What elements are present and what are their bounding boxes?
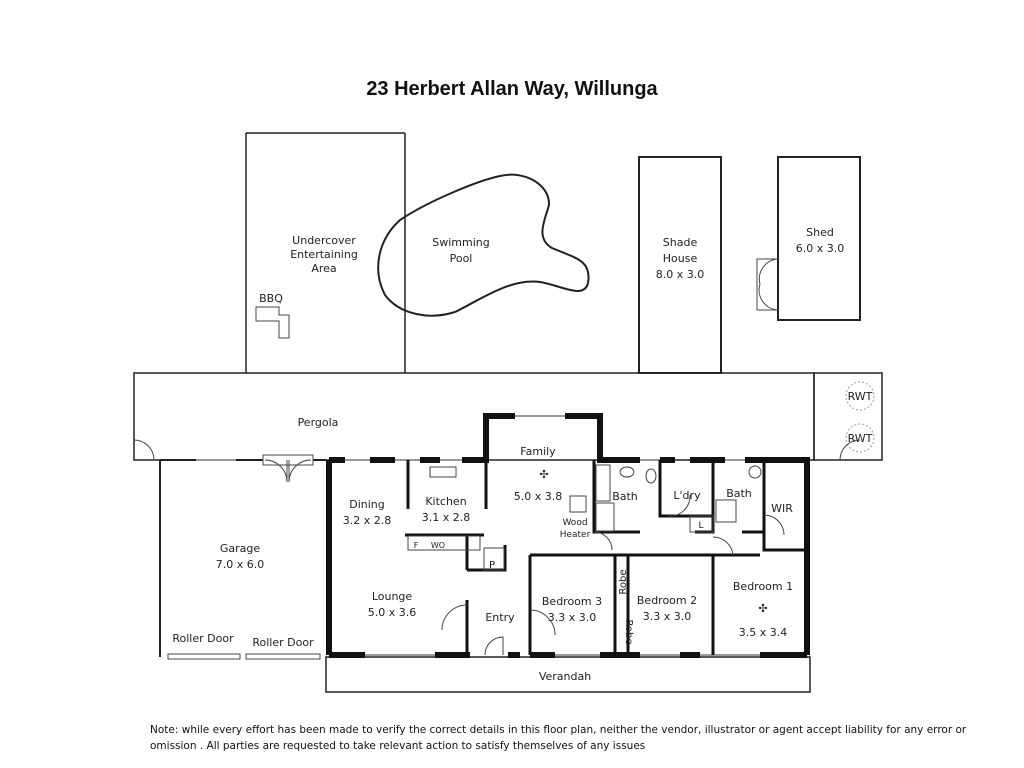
bedroom2-label: Bedroom 2 bbox=[637, 594, 697, 607]
bedroom1-size: 3.5 x 3.4 bbox=[739, 626, 788, 639]
bath-label-1: Bath bbox=[612, 490, 638, 503]
undercover-area: Undercover Entertaining Area BBQ bbox=[245, 132, 406, 373]
verandah bbox=[325, 656, 811, 693]
rwt-label-2: RWT bbox=[848, 432, 873, 445]
pergola-label: Pergola bbox=[298, 416, 339, 429]
rwt-area bbox=[813, 372, 883, 461]
undercover-label-3: Area bbox=[311, 262, 336, 275]
entry-label: Entry bbox=[485, 611, 515, 624]
bbq-label: BBQ bbox=[259, 292, 283, 305]
roller-door-2[interactable] bbox=[245, 653, 321, 660]
dining-label: Dining bbox=[349, 498, 385, 511]
house-walls bbox=[326, 413, 810, 658]
pergola bbox=[133, 372, 815, 461]
shed-label: Shed bbox=[806, 226, 834, 239]
roller-door-label-1: Roller Door bbox=[172, 632, 234, 645]
ceiling-fan-icon: ✣ bbox=[539, 468, 548, 481]
bbq-shape bbox=[255, 306, 290, 339]
wall-oven-label: WO bbox=[431, 541, 445, 550]
bath-label-2: Bath bbox=[726, 487, 752, 500]
shade-house-size: 8.0 x 3.0 bbox=[656, 268, 705, 281]
rwt-tank-1 bbox=[845, 381, 875, 411]
dining-size: 3.2 x 2.8 bbox=[343, 514, 392, 527]
robe-label-2: Robe bbox=[623, 619, 634, 644]
bedroom2-size: 3.3 x 3.0 bbox=[643, 610, 692, 623]
shed-doors bbox=[756, 258, 779, 311]
laundry-label: L'dry bbox=[673, 489, 701, 502]
wood-heater-label-1: Wood bbox=[562, 518, 587, 528]
shed bbox=[777, 156, 861, 321]
disclaimer-note: Note: while every effort has been made t… bbox=[150, 724, 967, 752]
wood-heater-label-2: Heater bbox=[560, 530, 591, 540]
rwt-door bbox=[839, 439, 861, 461]
pantry-label: P bbox=[489, 560, 495, 571]
undercover-label-2: Entertaining bbox=[290, 248, 358, 261]
garage-label: Garage bbox=[220, 542, 261, 555]
roller-door-label-2: Roller Door bbox=[252, 636, 314, 649]
family-label: Family bbox=[520, 445, 556, 458]
fridge-label: F bbox=[414, 541, 419, 550]
bedroom3-size: 3.3 x 3.0 bbox=[548, 611, 597, 624]
shade-house-label-2: House bbox=[663, 252, 698, 265]
bedroom3-label: Bedroom 3 bbox=[542, 595, 602, 608]
pool-label-2: Pool bbox=[450, 252, 473, 265]
plan-title: 23 Herbert Allan Way, Willunga bbox=[366, 78, 658, 100]
undercover-label-1: Undercover bbox=[292, 234, 356, 247]
rwt-tank-2 bbox=[845, 423, 875, 453]
pergola-door bbox=[133, 439, 155, 461]
family-size: 5.0 x 3.8 bbox=[514, 490, 563, 503]
lounge-size: 5.0 x 3.6 bbox=[368, 606, 417, 619]
bedroom1-label: Bedroom 1 bbox=[733, 580, 793, 593]
swimming-pool bbox=[377, 173, 590, 317]
roller-door-1[interactable] bbox=[167, 653, 241, 660]
shed-size: 6.0 x 3.0 bbox=[796, 242, 845, 255]
pool-label-1: Swimming bbox=[432, 236, 489, 249]
kitchen-size: 3.1 x 2.8 bbox=[422, 511, 471, 524]
ceiling-fan-icon: ✣ bbox=[758, 602, 767, 615]
verandah-label: Verandah bbox=[539, 670, 591, 683]
garage: Garage 7.0 x 6.0 Roller Door Roller Door bbox=[159, 454, 326, 660]
linen-label: L bbox=[698, 521, 703, 531]
lounge-label: Lounge bbox=[372, 590, 413, 603]
garage-size: 7.0 x 6.0 bbox=[216, 558, 265, 571]
rwt-label-1: RWT bbox=[848, 390, 873, 403]
robe-label-1: Robe bbox=[618, 569, 629, 594]
wir-label: WIR bbox=[771, 502, 793, 515]
kitchen-label: Kitchen bbox=[425, 495, 466, 508]
shade-house-label-1: Shade bbox=[663, 236, 698, 249]
shade-house bbox=[638, 156, 722, 374]
